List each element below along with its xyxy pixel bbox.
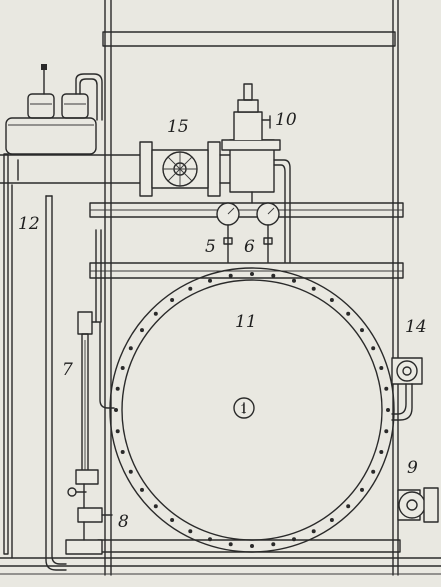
label-14: 14	[405, 317, 427, 337]
door-bolt	[115, 386, 120, 391]
door-bolt	[120, 450, 125, 454]
door-bolt	[140, 328, 144, 333]
door-bolt	[292, 537, 296, 542]
door-bolt	[128, 469, 133, 474]
pump-14	[391, 357, 423, 421]
door-bolt	[360, 328, 364, 333]
door-bolt	[346, 504, 351, 509]
door-bolt	[371, 346, 376, 351]
door-bolt	[170, 518, 175, 522]
gauge-glass-7	[77, 229, 115, 475]
label-11: 11	[235, 312, 257, 332]
label-5: 5	[205, 237, 216, 257]
label-1: 1	[240, 402, 248, 416]
door-bolt	[271, 542, 276, 547]
door-bolt	[311, 529, 316, 534]
door-bolt	[114, 408, 118, 412]
door-bolt	[153, 311, 158, 316]
door-bolt	[346, 311, 351, 316]
manhole-door	[109, 267, 395, 553]
door-bolt	[371, 469, 376, 474]
door-bolt	[384, 386, 389, 391]
steam-pipe	[0, 154, 143, 184]
door-bolt	[386, 408, 390, 412]
door-bolt	[228, 273, 233, 278]
door-bolt	[128, 346, 133, 351]
pressure-gauges	[216, 202, 280, 263]
door-bolt	[228, 542, 233, 547]
door-bolt	[329, 518, 334, 522]
door-bolt	[140, 487, 144, 492]
label-15: 15	[167, 117, 189, 137]
pipe-12	[45, 195, 67, 571]
label-12: 12	[18, 214, 40, 234]
door-bolt	[120, 366, 125, 370]
door-bolt	[115, 429, 120, 434]
door-bolt	[170, 298, 175, 302]
reservoir-tank	[3, 64, 103, 559]
label-7: 7	[62, 360, 73, 380]
door-bolt	[292, 278, 296, 283]
door-bolt	[208, 537, 212, 542]
door-bolt	[188, 529, 193, 534]
valve-15	[139, 141, 233, 197]
door-bolt	[379, 366, 384, 370]
blowoff-valve-9	[397, 487, 439, 523]
door-bolt	[153, 504, 158, 509]
drain-cock-8	[65, 469, 113, 555]
door-bolt	[311, 286, 316, 291]
door-bolt	[188, 286, 193, 291]
safety-valve-10	[221, 83, 291, 263]
door-bolt	[271, 273, 276, 278]
label-6: 6	[244, 237, 255, 257]
label-8: 8	[118, 512, 129, 532]
label-10: 10	[275, 110, 297, 130]
door-bolt	[250, 544, 254, 548]
door-bolt	[208, 278, 212, 283]
door-bolt	[384, 429, 389, 434]
door-bolt	[360, 487, 364, 492]
door-bolt	[379, 450, 384, 454]
label-9: 9	[407, 458, 418, 478]
callout-labels: 15 10 12 5 6 11 14 7 1 9 8	[18, 110, 427, 532]
door-bolts	[114, 272, 390, 548]
door-bolt	[250, 272, 254, 276]
door-bolt	[329, 298, 334, 302]
